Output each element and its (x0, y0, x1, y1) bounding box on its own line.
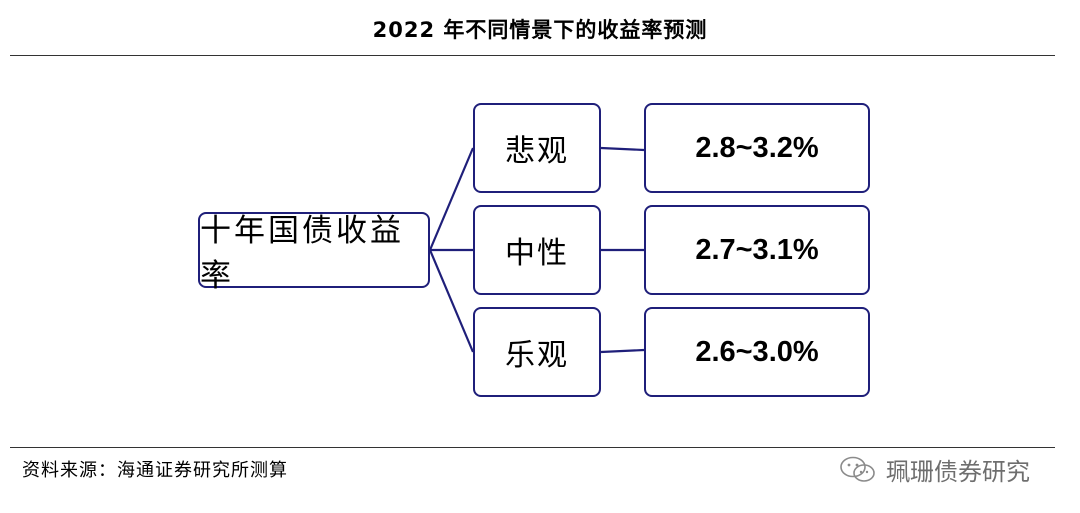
value-node-pessimistic: 2.8~3.2% (644, 103, 870, 193)
title-divider (10, 55, 1055, 56)
watermark: 珮珊债券研究 (838, 452, 1030, 487)
connector-pessimistic-to-value (600, 146, 645, 152)
footer-divider (10, 447, 1055, 448)
value-node-optimistic: 2.6~3.0% (644, 307, 870, 397)
connector-optimistic-to-value (600, 348, 645, 354)
connector-root-to-optimistic (428, 249, 475, 353)
scenario-node-pessimistic: 悲观 (473, 103, 601, 193)
watermark-text: 珮珊债券研究 (886, 458, 1030, 486)
root-node-ten-year-yield: 十年国债收益率 (198, 212, 430, 294)
value-node-neutral: 2.7~3.1% (644, 205, 870, 295)
connector-root-to-pessimistic (428, 147, 475, 251)
scenario-node-optimistic: 乐观 (473, 307, 601, 397)
scenario-node-neutral: 中性 (473, 205, 601, 295)
wechat-icon (840, 456, 875, 482)
source-note: 资料来源：海通证券研究所测算 (22, 460, 288, 481)
chart-title: 2022 年不同情景下的收益率预测 (372, 18, 708, 42)
